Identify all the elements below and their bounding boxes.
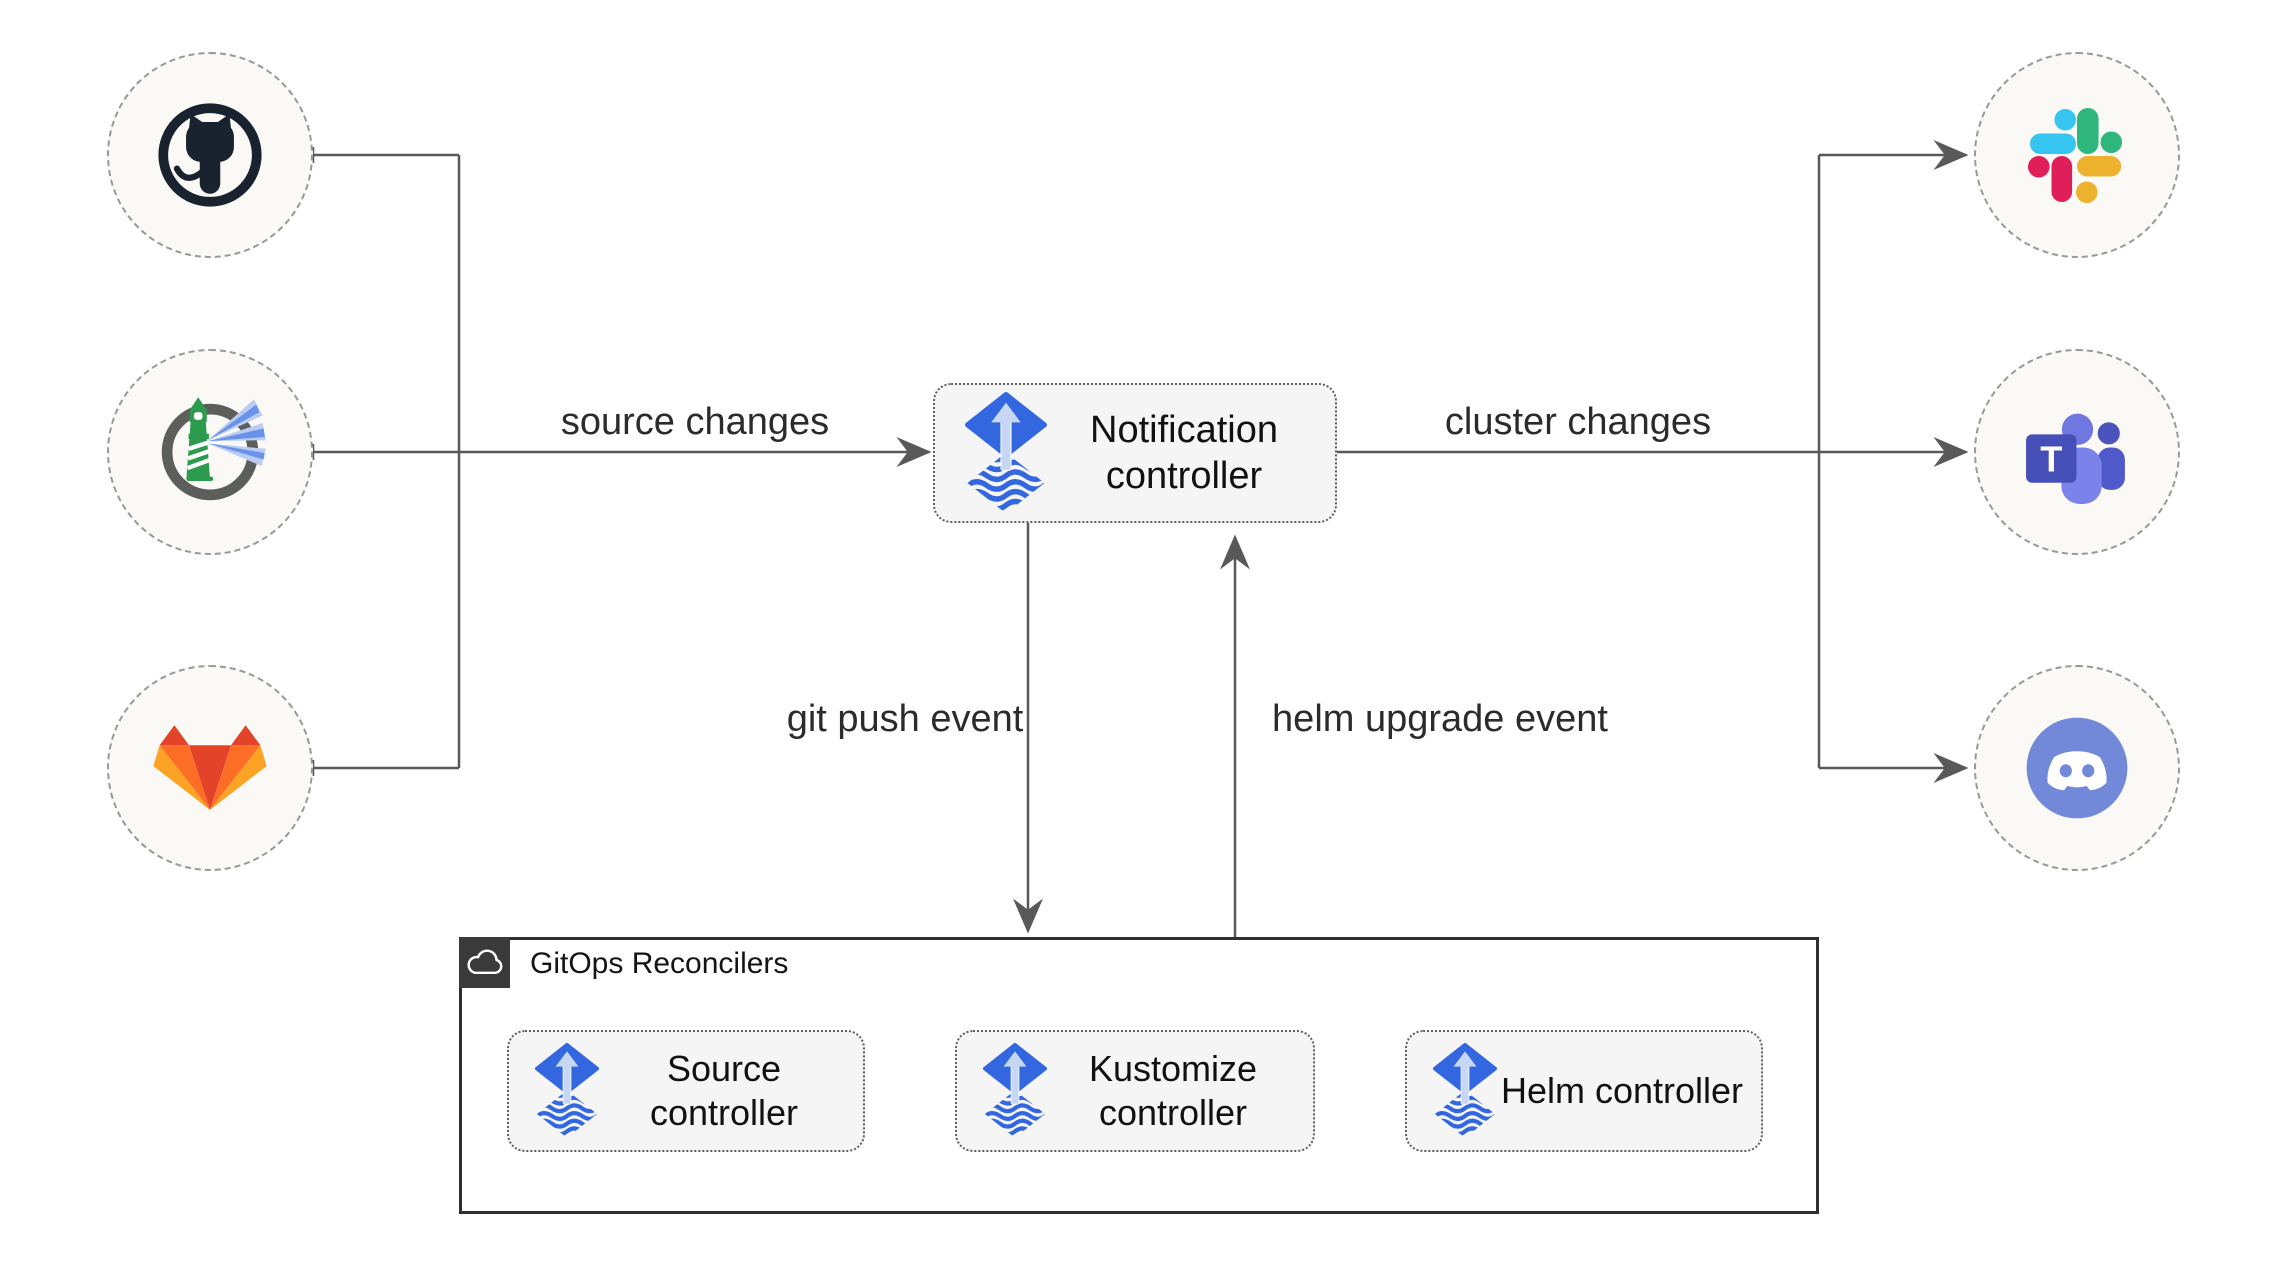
source-controller-node: Source controller [507, 1030, 865, 1152]
flux-icon [1433, 1043, 1497, 1139]
notification-controller-node: Notification controller [933, 383, 1337, 523]
flux-icon [535, 1043, 599, 1139]
helm-controller-label: Helm controller [1500, 1070, 1744, 1112]
harbor-icon [151, 393, 269, 511]
notification-controller-label: Notification controller [1090, 408, 1278, 497]
microsoft-teams-icon [2019, 397, 2135, 508]
slack-icon [2028, 106, 2126, 204]
source-node-gitlab [107, 665, 313, 871]
helm-controller-node: Helm controller [1405, 1030, 1763, 1152]
edge-label-helm-upgrade-event: helm upgrade event [1272, 698, 1608, 740]
group-badge [459, 937, 510, 988]
edge-label-git-push-event: git push event [786, 698, 1024, 740]
source-node-harbor [107, 349, 313, 555]
edge-label-source-changes: source changes [560, 401, 830, 443]
discord-icon [2021, 712, 2133, 824]
gitlab-icon [153, 725, 267, 812]
target-node-slack [1974, 52, 2180, 258]
source-node-github [107, 52, 313, 258]
gitops-reconcilers-title: GitOps Reconcilers [530, 947, 789, 980]
target-node-discord [1974, 665, 2180, 871]
kustomize-controller-node: Kustomize controller [955, 1030, 1315, 1152]
target-node-teams [1974, 349, 2180, 555]
github-icon [153, 98, 267, 212]
source-controller-label: Source controller [649, 1048, 799, 1133]
cloud-icon [467, 949, 503, 977]
flux-icon [983, 1043, 1047, 1139]
edge-label-cluster-changes: cluster changes [1444, 401, 1712, 443]
flux-icon [965, 392, 1047, 515]
kustomize-controller-label: Kustomize controller [1088, 1048, 1258, 1133]
